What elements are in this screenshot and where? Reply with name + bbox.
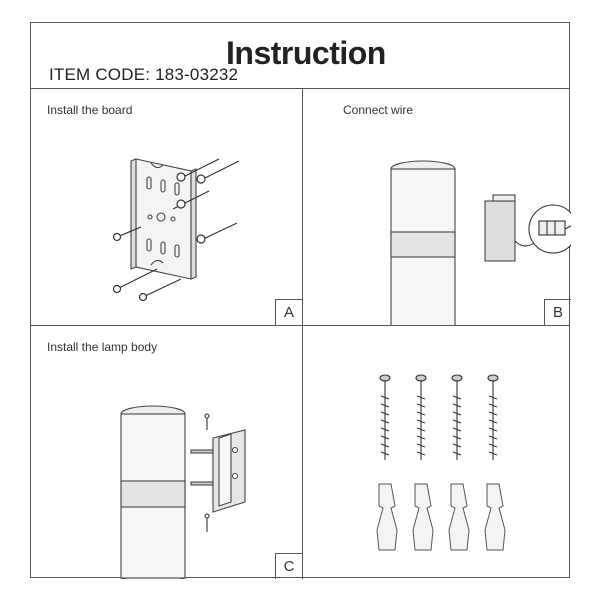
- header: ITEM CODE: 183-03232 Instruction: [31, 23, 569, 89]
- step-tag: C: [275, 553, 302, 579]
- lamp-body-icon: [120, 405, 246, 579]
- screw-icon: [379, 374, 499, 460]
- panel-hardware: [303, 326, 571, 579]
- panel-install-lamp-body: Install the lamp body: [31, 326, 302, 579]
- wall-anchor-icon: [376, 483, 506, 551]
- instruction-sheet: ITEM CODE: 183-03232 Instruction Install…: [30, 22, 571, 579]
- step-tag: A: [275, 299, 302, 325]
- panel-install-board: Install the board: [31, 89, 302, 325]
- grid-divider-vertical: [302, 89, 303, 579]
- screw-icon: [204, 413, 210, 532]
- page-title: Instruction: [226, 35, 386, 71]
- panel-label: Connect wire: [343, 103, 414, 117]
- mounting-plate-icon: [112, 158, 240, 302]
- screw-icon: [112, 158, 240, 302]
- lamp-body-icon: [390, 160, 571, 325]
- step-tag: B: [544, 299, 571, 325]
- item-code: ITEM CODE: 183-03232: [49, 65, 239, 84]
- hardware-set: [376, 374, 506, 551]
- grid-divider-horizontal: [31, 325, 569, 326]
- panel-connect-wire: Connect wire: [303, 89, 571, 325]
- panel-label: Install the board: [47, 103, 133, 117]
- panel-label: Install the lamp body: [47, 340, 158, 354]
- terminal-block-icon: [528, 204, 571, 254]
